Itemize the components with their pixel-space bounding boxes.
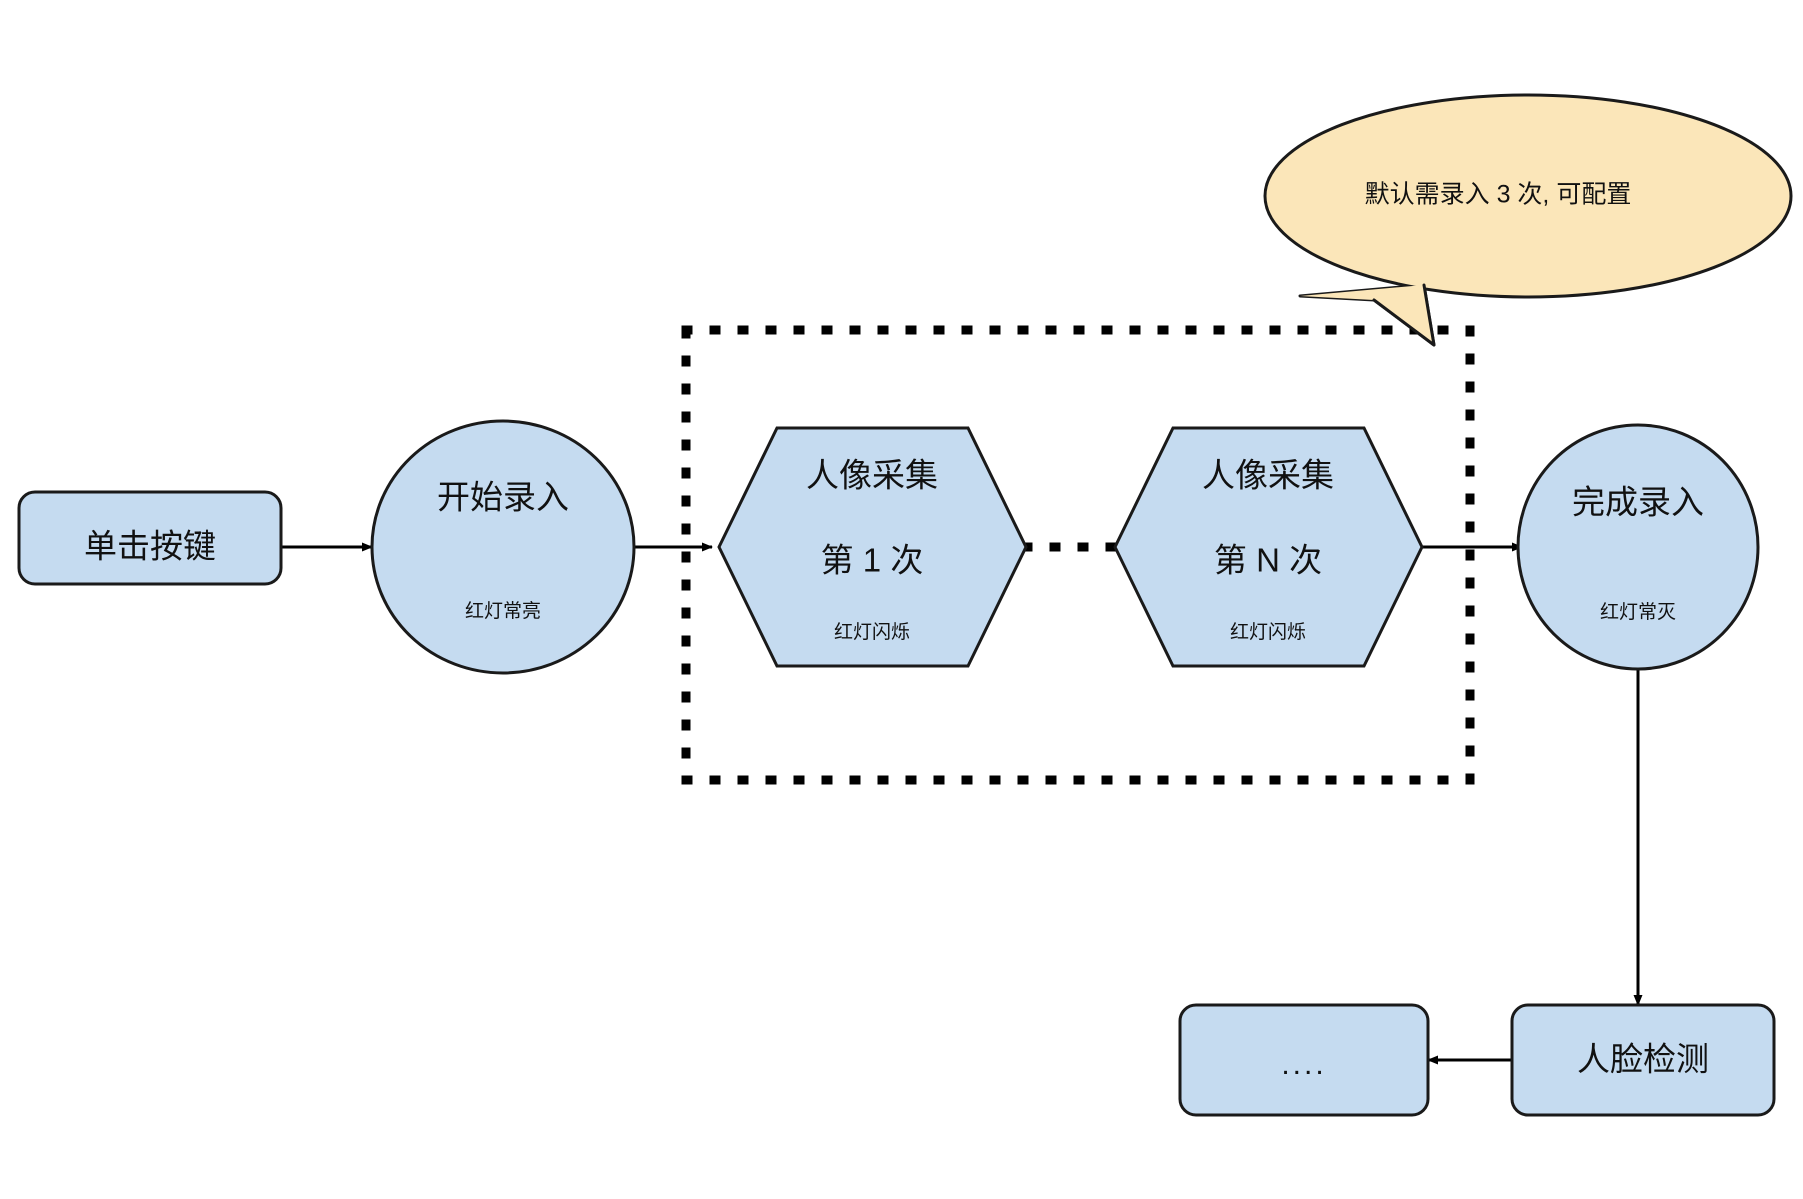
node-start-enroll-label: 开始录入 (437, 479, 569, 516)
node-face-detect[interactable]: 人脸检测 (1510, 1003, 1776, 1117)
node-click-key-shape[interactable] (17, 490, 283, 586)
node-capture-first-label2: 第 1 次 (821, 542, 924, 579)
node-capture-first-shape[interactable] (717, 426, 1028, 668)
node-face-detect-shape[interactable] (1510, 1003, 1776, 1117)
node-click-key-label: 单击按键 (84, 528, 216, 565)
node-more-steps-shape[interactable] (1178, 1003, 1430, 1117)
node-start-enroll-shape[interactable] (370, 419, 636, 675)
node-more-steps-label: .... (1281, 1048, 1326, 1081)
node-start-enroll[interactable]: 开始录入 红灯常亮 (370, 419, 636, 675)
capture-loop-group (681, 325, 1475, 785)
node-finish-enroll[interactable]: 完成录入 红灯常灭 (1516, 423, 1760, 671)
callout-repeat-note[interactable]: 默认需录入 3 次, 可配置 (1263, 93, 1793, 347)
node-start-enroll-sublabel: 红灯常亮 (465, 600, 541, 622)
node-capture-first[interactable]: 人像采集 第 1 次 红灯闪烁 (717, 426, 1028, 668)
node-capture-nth-label: 人像采集 (1202, 457, 1334, 494)
callout-bubble[interactable] (1263, 93, 1793, 299)
node-more-steps[interactable]: .... (1178, 1003, 1430, 1117)
node-capture-nth[interactable]: 人像采集 第 N 次 红灯闪烁 (1113, 426, 1424, 668)
callout-tail-outline (1372, 283, 1436, 347)
node-finish-enroll-sublabel: 红灯常灭 (1600, 601, 1676, 623)
node-face-detect-label: 人脸检测 (1577, 1041, 1709, 1078)
node-finish-enroll-shape[interactable] (1516, 423, 1760, 671)
callout-tail-fill (1300, 285, 1434, 345)
node-capture-first-label: 人像采集 (806, 457, 938, 494)
node-capture-nth-label2: 第 N 次 (1214, 542, 1322, 579)
node-click-key[interactable]: 单击按键 (17, 490, 283, 586)
node-capture-first-sublabel: 红灯闪烁 (834, 621, 910, 643)
node-capture-nth-shape[interactable] (1113, 426, 1424, 668)
node-capture-nth-sublabel: 红灯闪烁 (1230, 621, 1306, 643)
callout-text: 默认需录入 3 次, 可配置 (1365, 181, 1632, 209)
node-finish-enroll-label: 完成录入 (1572, 484, 1704, 521)
